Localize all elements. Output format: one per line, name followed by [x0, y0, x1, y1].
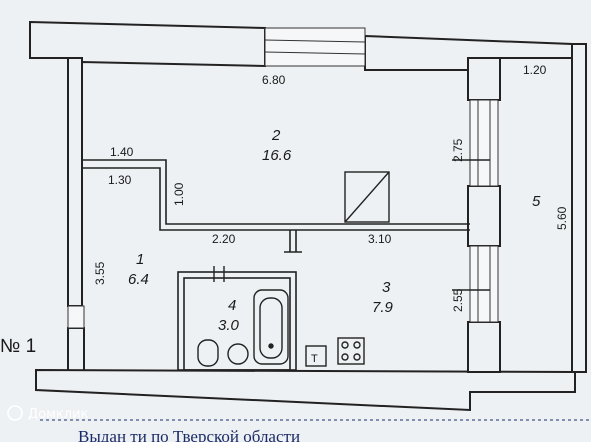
dim-corridor-inner: 1.30 — [108, 173, 132, 187]
dim-corridor-top: 1.40 — [110, 145, 134, 159]
wall-left-upper — [67, 57, 83, 307]
wall-left-lower — [67, 327, 85, 373]
plan-label: № 1 — [0, 336, 36, 357]
wall-balcony-outer — [571, 43, 587, 373]
fixtures — [197, 159, 490, 367]
wall-right-mid — [467, 185, 501, 247]
window-top — [264, 27, 366, 67]
partition-upper — [82, 159, 470, 225]
toilet — [197, 339, 219, 367]
room-4-area: 3.0 — [218, 317, 240, 334]
room-1-area: 6.4 — [128, 271, 149, 288]
room-2-number: 2 — [271, 127, 281, 144]
dim-top-width: 6.80 — [262, 73, 286, 87]
footer-text: Выдан ти по Тверской области — [78, 427, 300, 442]
room-3-number: 3 — [382, 279, 391, 296]
room-2-area: 16.6 — [262, 147, 292, 164]
wall-right-bottom — [467, 321, 501, 373]
vent-box — [344, 171, 390, 223]
window-right-upper — [469, 99, 499, 187]
bathtub — [253, 289, 289, 365]
room-4-number: 4 — [228, 297, 236, 314]
dim-left-height: 3.55 — [93, 261, 107, 285]
dim-mid-right: 3.10 — [368, 232, 392, 246]
watermark: Домклик — [7, 405, 89, 422]
stove — [337, 337, 365, 365]
room-3-area: 7.9 — [372, 299, 394, 316]
dim-corridor-height: 1.00 — [172, 182, 186, 206]
dim-balcony-width: 1.20 — [523, 63, 547, 77]
room-5-number: 5 — [532, 193, 541, 210]
bathtub-inner — [259, 297, 283, 359]
partition-upper-inner — [82, 167, 470, 231]
windows — [67, 27, 499, 329]
room-1-number: 1 — [136, 251, 144, 268]
dim-balcony-length: 5.60 — [555, 206, 569, 230]
partitions — [82, 159, 470, 371]
bathroom-inner — [183, 277, 291, 371]
wall-right-top — [467, 57, 501, 101]
dim-right-upper: 2.75 — [451, 138, 465, 162]
appliance-symbol: T — [311, 353, 318, 365]
window-right-lower — [469, 245, 499, 323]
watermark-text: Домклик — [28, 407, 89, 422]
watermark-logo-icon — [7, 405, 23, 421]
dim-mid-left: 2.20 — [212, 232, 236, 246]
walls — [29, 20, 587, 412]
sink — [227, 343, 249, 365]
door-left — [67, 305, 85, 329]
appliance-box — [305, 345, 327, 367]
dim-right-lower: 2.55 — [451, 288, 465, 312]
